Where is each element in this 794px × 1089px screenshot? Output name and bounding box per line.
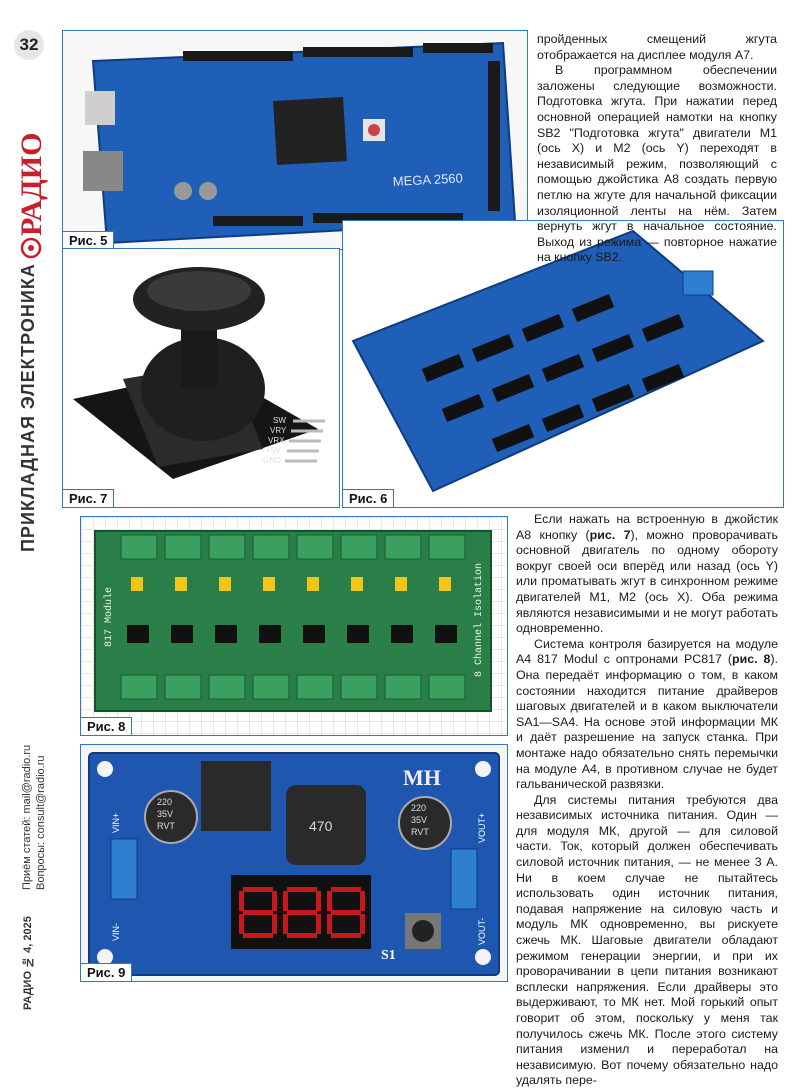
paragraph: Если нажать на встроенную в джойстик А8 … <box>516 512 778 636</box>
cap1-line2: 35V <box>157 809 173 819</box>
contact-questions: Вопросы: consult@radio.ru <box>35 755 47 890</box>
issue-info: РАДИО № 4, 2025 <box>22 916 34 1010</box>
rubric-title: ПРИКЛАДНАЯ ЭЛЕКТРОНИКА <box>18 263 38 552</box>
pin-label-sw: SW <box>273 416 286 425</box>
sensor-shield-image <box>343 221 783 507</box>
pin-label-vrx: VRX <box>268 436 285 445</box>
figure-7-caption: Рис. 7 <box>63 489 115 507</box>
figure-6-caption: Рис. 6 <box>343 489 395 507</box>
vout-plus-label: VOUT+ <box>477 813 487 843</box>
contacts: Приём статей: mail@radio.ru Вопросы: con… <box>20 660 48 890</box>
cap1-line3: RVT <box>157 821 175 831</box>
figure-8: 817 Module 8 Channel Isolation Рис. 8 <box>80 516 508 736</box>
dc-dc-converter-image: MH 220 35V RVT 220 35V RVT 470 VIN+ VIN-… <box>81 745 507 981</box>
module-label-right: 8 Channel Isolation <box>473 563 485 677</box>
inductor-label: 470 <box>309 818 333 834</box>
contact-articles: Приём статей: mail@radio.ru <box>21 744 33 890</box>
paragraph: В программном обеспечении заложены следу… <box>537 63 777 265</box>
figure-ref: рис. 8 <box>732 652 771 667</box>
paragraph: Система контроля базируется на модуле А4… <box>516 636 779 792</box>
pin-label-vry: VRY <box>270 426 287 435</box>
figure-5: MEGA 2560 Рис. 5 <box>62 30 528 250</box>
figure-ref: рис. 7 <box>589 527 631 542</box>
magazine-logo: РАДИО <box>14 70 48 260</box>
text-column-top: пройденных смещений жгута отображается н… <box>537 32 777 266</box>
cap1-line1: 220 <box>157 797 172 807</box>
cap2-line1: 220 <box>411 803 426 813</box>
paragraph: Для системы питания требуются два незави… <box>516 792 778 1088</box>
figure-9: MH 220 35V RVT 220 35V RVT 470 VIN+ VIN-… <box>80 744 508 982</box>
joystick-module-image: GND +5V VRX VRY SW <box>63 249 339 507</box>
module-label-left: 817 Module <box>103 587 115 647</box>
pin-label-gnd: GND <box>263 456 281 465</box>
paragraph: пройденных смещений жгута отображается н… <box>537 32 777 62</box>
mega-2560-board-image: MEGA 2560 <box>63 31 527 249</box>
board-label: MEGA 2560 <box>392 170 463 189</box>
text-column-bottom: Если нажать на встроенную в джойстик А8 … <box>516 512 778 1089</box>
brand-label: MH <box>403 765 441 790</box>
optocoupler-module-image: 817 Module 8 Channel Isolation <box>81 517 507 735</box>
page-number: 32 <box>14 30 44 60</box>
vout-minus-label: VOUT- <box>477 917 487 945</box>
figure-5-caption: Рис. 5 <box>63 231 115 249</box>
cap2-line2: 35V <box>411 815 427 825</box>
pin-label-5v: +5V <box>266 446 281 455</box>
button-label: S1 <box>381 948 396 963</box>
figure-7: GND +5V VRX VRY SW Рис. 7 <box>62 248 340 508</box>
vin-plus-label: VIN+ <box>111 813 121 833</box>
figure-9-caption: Рис. 9 <box>81 963 133 981</box>
vin-minus-label: VIN- <box>111 923 121 941</box>
cap2-line3: RVT <box>411 827 429 837</box>
figure-6: Рис. 6 <box>342 220 784 508</box>
figure-8-caption: Рис. 8 <box>81 717 133 735</box>
logo-text: РАДИО <box>15 133 48 236</box>
